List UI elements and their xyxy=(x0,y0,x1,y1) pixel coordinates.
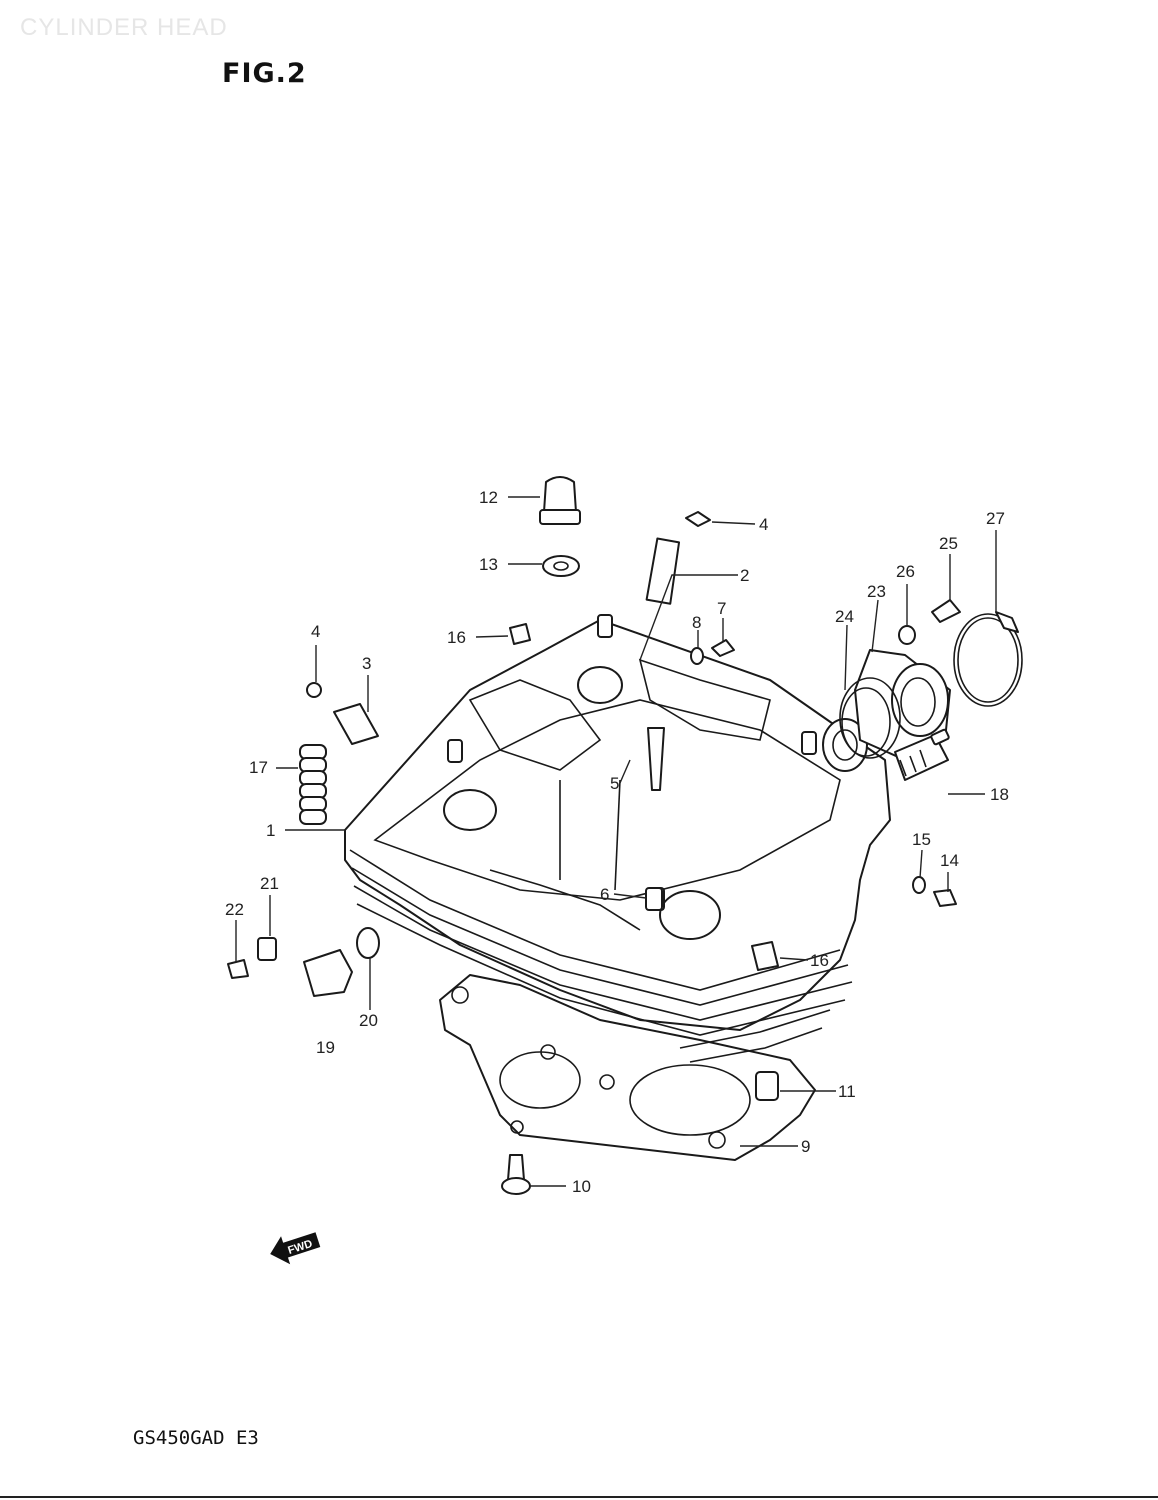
callout-4-left: 4 xyxy=(311,622,320,641)
callout-1: 1 xyxy=(266,821,275,840)
head-gasket xyxy=(439,974,816,1161)
clip-4-left xyxy=(306,682,322,698)
callout-7: 7 xyxy=(717,599,726,618)
dowel-6 xyxy=(645,887,663,911)
callout-22: 22 xyxy=(225,900,244,919)
callout-11: 11 xyxy=(838,1082,856,1101)
plug-16-upper xyxy=(509,623,531,645)
clip-4-upper xyxy=(685,511,711,527)
callout-16-upper: 16 xyxy=(447,628,466,647)
intake-pipe xyxy=(839,611,1023,761)
callout-13: 13 xyxy=(479,555,498,574)
screw-14 xyxy=(933,889,957,907)
washer-26 xyxy=(898,625,916,645)
plug-19 xyxy=(303,949,353,997)
washer-8 xyxy=(690,647,704,665)
page-bottom-rule xyxy=(0,1496,1158,1498)
clamp-21 xyxy=(257,937,277,961)
bolt-25 xyxy=(931,599,961,623)
cap-nut xyxy=(539,476,581,525)
washer-20 xyxy=(356,927,380,959)
dowel-pin-11 xyxy=(755,1071,779,1101)
leader-lines xyxy=(235,496,997,1187)
callout-19: 19 xyxy=(316,1038,335,1057)
callout-25: 25 xyxy=(939,534,958,553)
callout-labels: 12 13 4 2 7 8 16 4 3 17 1 5 6 24 23 26 2… xyxy=(225,488,1009,1196)
bolt-10 xyxy=(507,1154,525,1181)
callout-21: 21 xyxy=(260,874,279,893)
callout-23: 23 xyxy=(867,582,886,601)
screw-7 xyxy=(711,639,735,657)
callout-10: 10 xyxy=(572,1177,591,1196)
callout-3: 3 xyxy=(362,654,371,673)
callout-9: 9 xyxy=(801,1137,810,1156)
model-code: GS450GAD E3 xyxy=(133,1427,259,1449)
bolt-5 xyxy=(647,727,665,791)
callout-15: 15 xyxy=(912,830,931,849)
callout-2: 2 xyxy=(740,566,749,585)
faint-section-title: CYLINDER HEAD xyxy=(20,14,228,41)
spark-plug xyxy=(894,728,950,781)
fwd-arrow-icon: FWD xyxy=(270,1232,321,1265)
plug-16-lower xyxy=(751,941,779,971)
valve-guide-2 xyxy=(645,537,681,605)
washer-13 xyxy=(542,555,580,577)
washer-15 xyxy=(912,876,926,894)
callout-17: 17 xyxy=(249,758,268,777)
oil-seals-17 xyxy=(299,744,327,825)
callout-20: 20 xyxy=(359,1011,378,1030)
callout-26: 26 xyxy=(896,562,915,581)
callout-24: 24 xyxy=(835,607,854,626)
callout-4-upper: 4 xyxy=(759,515,768,534)
figure-title: FIG.2 xyxy=(222,58,307,89)
cylinder-head-body xyxy=(344,614,891,1063)
callout-18: 18 xyxy=(990,785,1009,804)
callout-8: 8 xyxy=(692,613,701,632)
callout-6: 6 xyxy=(600,885,609,904)
callout-5: 5 xyxy=(610,774,619,793)
screw-22 xyxy=(227,959,249,979)
callout-27: 27 xyxy=(986,509,1005,528)
callout-16-lower: 16 xyxy=(810,951,829,970)
valve-guide-3 xyxy=(333,703,379,745)
callout-12: 12 xyxy=(479,488,498,507)
callout-14: 14 xyxy=(940,851,959,870)
